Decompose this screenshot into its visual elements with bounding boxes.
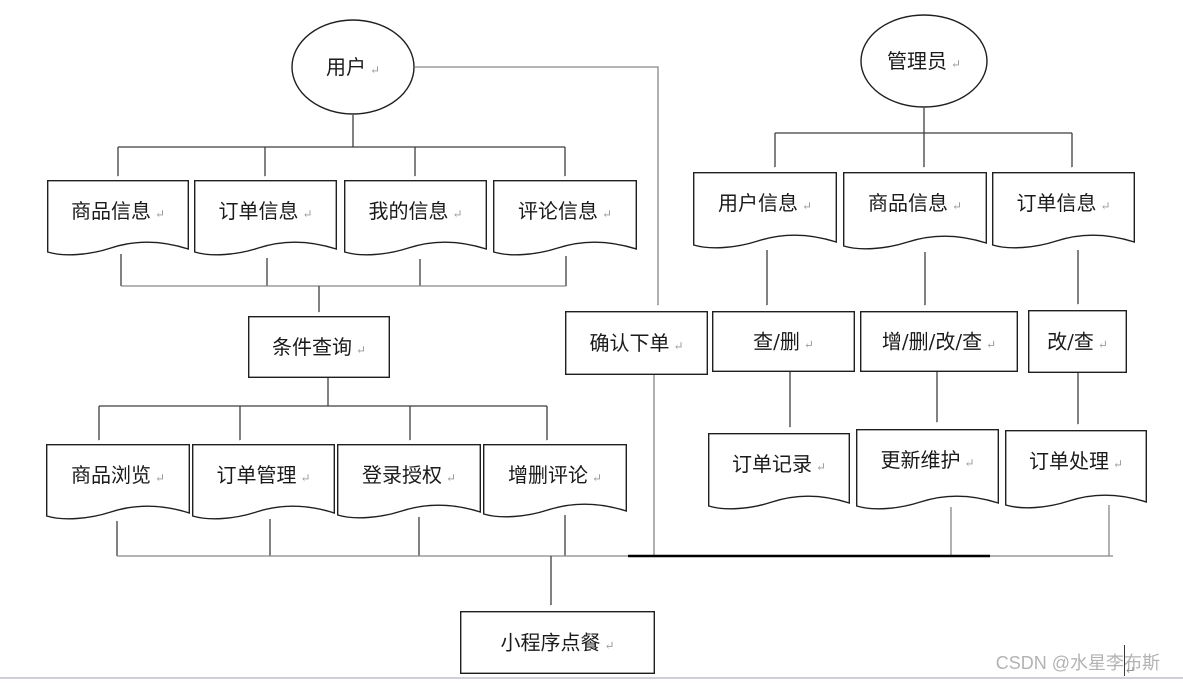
csdn-watermark: CSDN @水星李布斯 [995,653,1160,673]
my-info-label: 我的信息↵ [368,199,462,223]
order-info-admin-shape [992,172,1135,249]
admin-label: 管理员↵ [887,49,961,73]
node-confirm-order: 确认下单↵ [564,310,709,375]
order-info-admin-label: 订单信息↵ [1016,191,1110,215]
node-comment-crud: 增删评论↵ [483,444,627,518]
node-query-delete: 查/删↵ [711,310,856,372]
comment-crud-label: 增删评论↵ [508,463,602,487]
confirm-order-shape [564,310,709,375]
goods-info-user-shape [47,180,189,256]
comment-info-label: 评论信息↵ [518,199,612,223]
node-order-record: 订单记录↵ [708,433,850,510]
node-comment-info: 评论信息↵ [493,180,637,256]
edges-layer [99,66,1113,605]
goods-info-admin-label: 商品信息↵ [868,191,962,215]
goods-info-admin-shape [843,172,987,250]
my-info-shape [344,180,487,256]
node-my-info: 我的信息↵ [344,180,487,256]
node-login-auth: 登录授权↵ [337,444,481,519]
node-order-info-user: 订单信息↵ [194,180,337,256]
node-goods-info-user: 商品信息↵ [47,180,189,256]
update-maintain-label: 更新维护↵ [880,448,974,472]
comment-info-shape [493,180,637,256]
node-goods-info-admin: 商品信息↵ [843,172,987,250]
order-process-label: 订单处理↵ [1029,449,1123,473]
goods-info-user-label: 商品信息↵ [71,199,165,223]
order-manage-shape [192,444,335,520]
add-del-mod-query-shape [859,310,1019,372]
mod-query-label: 改/查↵ [1047,330,1108,354]
node-mini-program-order: 小程序点餐↵ [459,610,656,674]
node-admin: 管理员↵ [860,14,988,108]
login-auth-label: 登录授权↵ [362,463,456,487]
order-record-label: 订单记录↵ [732,452,826,476]
order-record-shape [708,433,850,510]
user-info-admin-label: 用户信息↵ [718,191,812,215]
node-add-del-mod-query: 增/删/改/查↵ [859,310,1019,372]
order-info-user-shape [194,180,337,256]
condition-query-shape [247,315,391,378]
node-order-info-admin: 订单信息↵ [992,172,1135,249]
goods-browse-shape [46,444,190,520]
add-del-mod-query-label: 增/删/改/查↵ [882,330,996,354]
text-cursor-return-mark: ↵ [1126,664,1136,677]
confirm-order-label: 确认下单↵ [589,331,683,355]
admin-shape [860,14,988,108]
connector [415,66,659,305]
page-bottom-divider [0,677,1183,679]
condition-query-label: 条件查询↵ [272,335,366,359]
query-delete-shape [711,310,856,372]
node-condition-query: 条件查询↵ [247,315,391,378]
text-cursor-artifact [1124,645,1125,676]
node-goods-browse: 商品浏览↵ [46,444,190,520]
node-mod-query: 改/查↵ [1027,309,1127,373]
user-label: 用户↵ [326,55,380,79]
mini-program-order-label: 小程序点餐↵ [500,631,614,655]
order-process-shape [1005,430,1147,509]
mini-program-order-shape [459,610,656,674]
node-user-info-admin: 用户信息↵ [693,172,837,249]
login-auth-shape [337,444,481,519]
update-maintain-shape [856,429,999,510]
user-shape [291,19,415,115]
query-delete-label: 查/删↵ [753,330,814,354]
node-update-maintain: 更新维护↵ [856,429,999,510]
comment-crud-shape [483,444,627,518]
nodes-layer: 用户↵ 管理员↵ 商品信息↵ 订单信息↵ 我的信息↵ 评论信息↵ 用户信息↵ 商品信息↵ 订单信… [46,14,1147,674]
goods-browse-label: 商品浏览↵ [71,463,165,487]
node-order-process: 订单处理↵ [1005,430,1147,509]
order-manage-label: 订单管理↵ [216,463,310,487]
node-user: 用户↵ [291,19,415,115]
node-order-manage: 订单管理↵ [192,444,335,520]
mod-query-shape [1027,309,1127,373]
user-info-admin-shape [693,172,837,249]
order-info-user-label: 订单信息↵ [218,199,312,223]
